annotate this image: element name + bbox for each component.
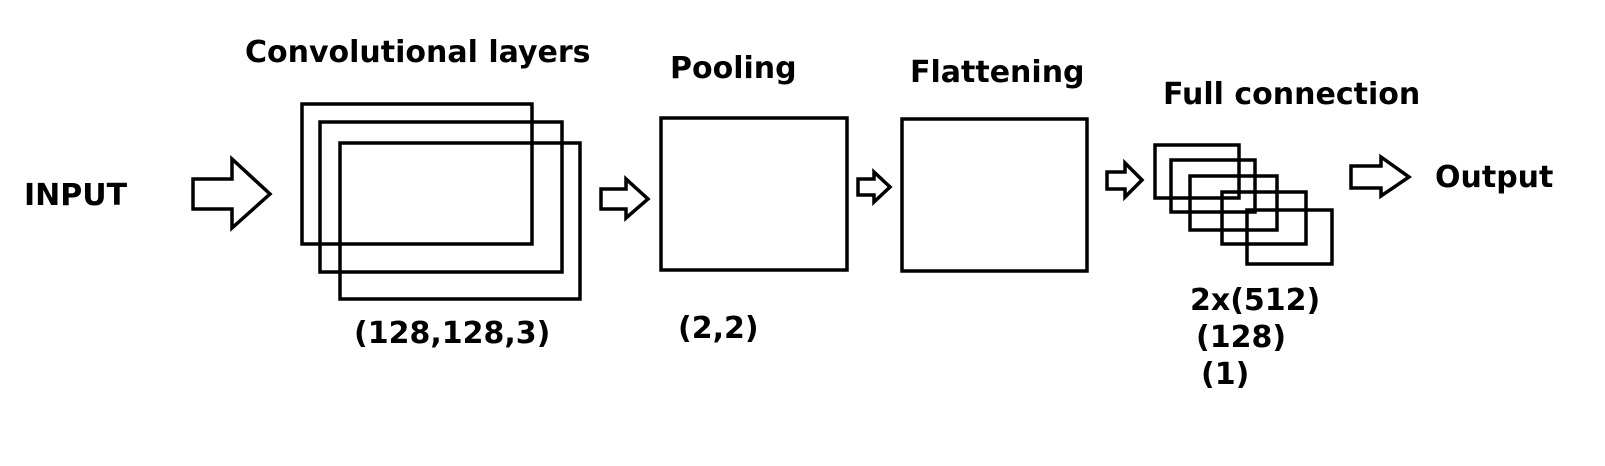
pooling-size-label: (2,2) (678, 311, 759, 346)
arrow-pooling-to-flattening (856, 167, 893, 207)
fc-layer-label-2: (128) (1196, 320, 1286, 355)
fc-box-5 (1245, 208, 1334, 266)
fc-layer-label-3: (1) (1201, 357, 1249, 392)
arrow-flattening-to-full-connection (1105, 158, 1145, 202)
flattening-box (900, 117, 1089, 273)
fc-box-2 (1169, 158, 1257, 214)
conv-layer-box-3 (338, 141, 582, 301)
arrow-full-connection-to-output (1349, 153, 1413, 200)
fc-box-3 (1188, 174, 1279, 232)
input-label: INPUT (24, 178, 128, 213)
conv-layer-box-2 (318, 120, 564, 274)
conv-shape-label: (128,128,3) (354, 316, 550, 351)
pooling-title: Pooling (670, 51, 797, 86)
fc-layer-label-1: 2x(512) (1190, 283, 1320, 318)
fc-box-1 (1153, 143, 1241, 200)
flattening-title: Flattening (910, 55, 1085, 90)
conv-layer-box-1 (300, 102, 534, 246)
full-connection-title: Full connection (1163, 77, 1420, 112)
output-label: Output (1435, 160, 1553, 195)
pooling-box (659, 116, 849, 272)
conv-layer-stack (300, 102, 582, 301)
conv-title: Convolutional layers (245, 35, 591, 70)
arrow-conv-to-pooling (599, 175, 651, 222)
fc-box-4 (1220, 190, 1308, 246)
arrow-input-to-conv (191, 155, 273, 232)
full-connection-stack (1153, 143, 1334, 266)
